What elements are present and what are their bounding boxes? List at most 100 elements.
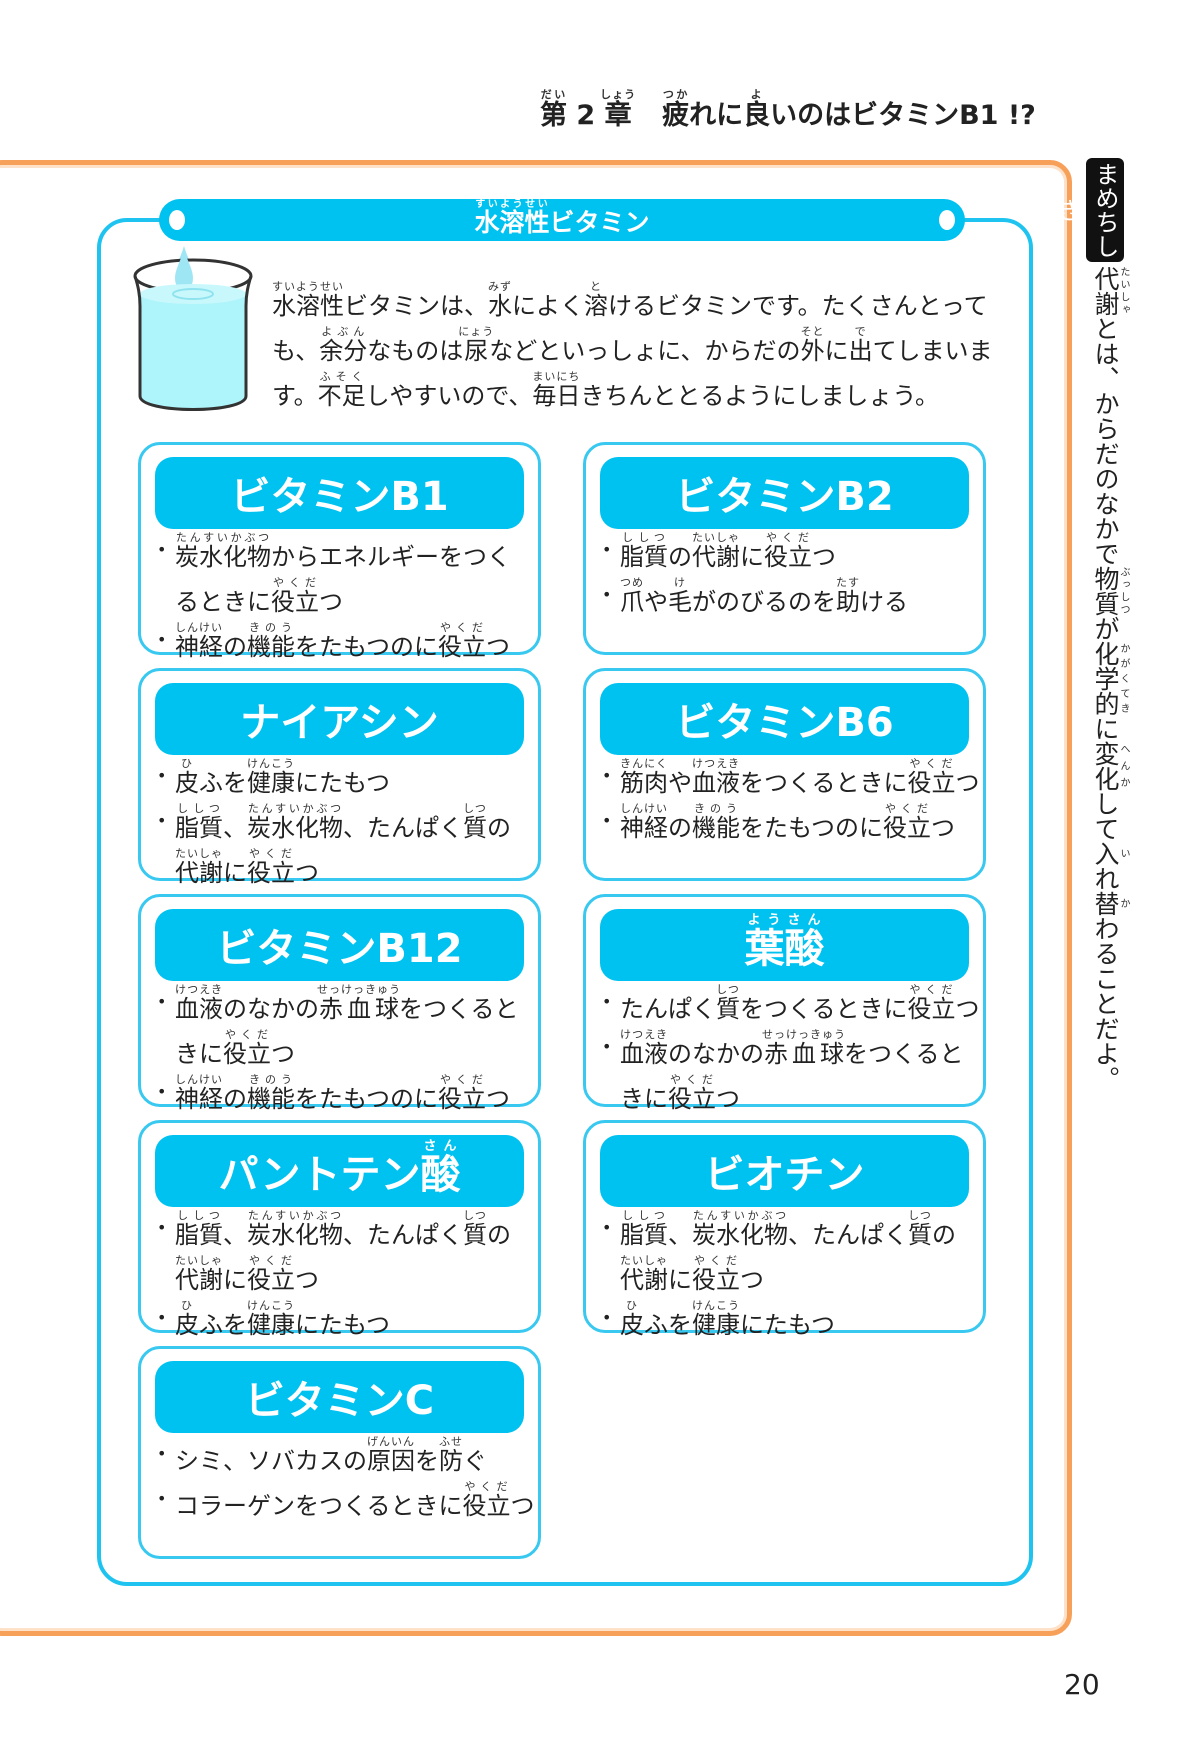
benefit-line: 神経しんけいの機能きのうをたもつのに役立やくだつ [175,1073,511,1113]
benefit-line: 脂質ししつの代謝たいしゃに役立やくだつ [620,531,836,571]
intro-line: も、余分よぶんなものは尿にょうなどといっしょに、からだの外そとに出でてしまいま [272,325,993,365]
benefit-line: きに役立やくだつ [620,1073,740,1113]
pill-dot-right [939,210,955,230]
benefit-line: るときに役立やくだつ [175,576,343,616]
furigana-word: 健康けんこう [247,1299,295,1339]
furigana-word: 代謝たいしゃ [620,1254,668,1294]
vitamin-name: ビタミンC [155,1361,524,1433]
vitamin-card: ビタミンB12血液けつえきのなかの赤血球せっけっきゅうをつくるときに役立やくだつ… [138,894,541,1113]
vitamin-card: ビタミンCシミ、ソバカスの原因げんいんを防ふせぐコラーゲンをつくるときに役立やく… [138,1346,541,1559]
vitamin-card: ビタミンB2脂質ししつの代謝たいしゃに役立やくだつ爪つめや毛けがのびるのを助たす… [583,442,986,655]
benefit-line: シミ、ソバカスの原因げんいんを防ふせぐ [175,1435,487,1475]
furigana-word: 替か [1091,891,1129,916]
furigana-word: 役立やくだ [247,1254,295,1294]
vitamin-card: ビタミンB6筋肉きんにくや血液けつえきをつくるときに役立やくだつ神経しんけいの機… [583,668,986,881]
furigana-word: 水溶性すいようせい [474,199,550,237]
sidebar-trivia-text: 代謝たいしゃとは、からだのなかで物質ぶっしつが化学的かがくてきに変化へんかして入… [1091,266,1129,1091]
vitamin-card: ナイアシン皮ひふを健康けんこうにたもつ脂質ししつ、炭水化物たんすいかぶつ、たんぱ… [138,668,541,887]
furigana-word: 血液けつえき [620,1028,668,1068]
benefit-bullet: 爪つめや毛けがのびるのを助たすける [600,576,975,621]
intro-line: 水溶性すいようせいビタミンは、水みずによく溶とけるビタミンです。たくさんとって [272,280,988,320]
water-glass-illustration [133,246,253,411]
furigana-word: 質しつ [463,802,487,842]
furigana-word: 質しつ [463,1209,487,1249]
furigana-word: 不足ふそく [317,370,366,410]
section-title: 水溶性すいようせいビタミン [474,199,650,237]
benefit-line: 血液けつえきのなかの赤血球せっけっきゅうをつくると [175,983,519,1023]
furigana-word: 赤血球せっけっきゅう [317,983,401,1023]
benefit-bullet: 皮ひふを健康けんこうにたもつ [600,1299,975,1344]
furigana-word: 役立やくだ [668,1073,716,1113]
vitamin-name: 葉酸ようさん [600,909,969,981]
furigana-word: 役立やくだ [692,1254,740,1294]
furigana-word: 物質ぶっしつ [1091,566,1129,616]
benefit-bullet: シミ、ソバカスの原因げんいんを防ふせぐ [155,1435,530,1480]
furigana-word: 代謝たいしゃ [1091,266,1129,316]
furigana-word: 良よ [743,88,771,131]
benefit-bullet: たんぱく質しつをつくるときに役立やくだつ [600,983,980,1028]
furigana-word: 助たす [836,576,860,616]
orange-frame [0,160,1072,1636]
furigana-word: 役立やくだ [223,1028,271,1068]
furigana-word: 代謝たいしゃ [692,531,740,571]
vitamin-name: ビタミンB6 [600,683,969,755]
furigana-word: 役立やくだ [907,757,956,797]
mamechishiki-tag: まめちしき [1053,158,1124,262]
vitamin-benefits: 脂質ししつの代謝たいしゃに役立やくだつ爪つめや毛けがのびるのを助たすける [600,531,975,621]
page-number: 20 [1064,1668,1100,1701]
furigana-word: 水みず [488,280,512,320]
benefit-line: 爪つめや毛けがのびるのを助たすける [620,576,908,616]
benefit-bullet: 神経しんけいの機能きのうをたもつのに役立やくだつ [155,1073,530,1118]
furigana-word: 化学的かがくてき [1091,641,1129,716]
furigana-word: 役立やくだ [764,531,812,571]
furigana-word: 脂質ししつ [620,531,668,571]
vitamin-card: ビタミンB1炭水化物たんすいかぶつからエネルギーをつくるときに役立やくだつ神経し… [138,442,541,661]
pill-dot-left [169,210,185,230]
furigana-word: 毛け [668,576,692,616]
benefit-line: 代謝たいしゃに役立やくだつ [175,847,319,887]
furigana-word: 炭水化物たんすいかぶつ [692,1209,788,1249]
furigana-word: 神経しんけい [620,802,668,842]
chapter-heading: 第だい 2 章しょう疲つかれに良よいのはビタミンB1 !? [540,88,1036,132]
benefit-line: きに役立やくだつ [175,1028,295,1068]
furigana-word: 余分よぶん [319,325,368,365]
benefit-line: 代謝たいしゃに役立やくだつ [620,1254,764,1294]
vitamin-card: パントテン酸さん脂質ししつ、炭水化物たんすいかぶつ、たんぱく質しつの代謝たいしゃ… [138,1120,541,1339]
furigana-word: 溶と [584,280,608,320]
benefit-bullet: 神経しんけいの機能きのうをたもつのに役立やくだつ [155,621,530,666]
vitamin-name: ビタミンB1 [155,457,524,529]
benefit-line: 脂質ししつ、炭水化物たんすいかぶつ、たんぱく質しつの [175,802,511,842]
benefit-line: 筋肉きんにくや血液けつえきをつくるときに役立やくだつ [620,757,980,797]
benefit-line: 脂質ししつ、炭水化物たんすいかぶつ、たんぱく質しつの [620,1209,956,1249]
benefit-bullet: コラーゲンをつくるときに役立やくだつ [155,1480,535,1525]
vitamin-benefits: たんぱく質しつをつくるときに役立やくだつ血液けつえきのなかの赤血球せっけっきゅう… [600,983,980,1118]
furigana-word: 役立やくだ [438,1073,487,1113]
furigana-word: 毎日まいにち [532,370,581,410]
furigana-word: 健康けんこう [247,757,295,797]
benefit-line: 皮ひふを健康けんこうにたもつ [175,1299,391,1339]
vitamin-name: パントテン酸さん [155,1135,524,1207]
vitamin-benefits: 脂質ししつ、炭水化物たんすいかぶつ、たんぱく質しつの代謝たいしゃに役立やくだつ皮… [155,1209,530,1344]
furigana-word: 葉酸ようさん [744,913,825,972]
furigana-word: 第だい [540,88,567,131]
furigana-word: 皮ひ [175,1299,199,1339]
vitamin-name: ビオチン [600,1135,969,1207]
vitamin-benefits: 筋肉きんにくや血液けつえきをつくるときに役立やくだつ神経しんけいの機能きのうをた… [600,757,980,847]
furigana-word: 赤血球せっけっきゅう [762,1028,846,1068]
furigana-word: 原因げんいん [367,1435,415,1475]
benefit-bullet: 皮ひふを健康けんこうにたもつ [155,1299,530,1344]
vitamin-name: ナイアシン [155,683,524,755]
benefit-line: 血液けつえきのなかの赤血球せっけっきゅうをつくると [620,1028,964,1068]
vitamin-card: ビオチン脂質ししつ、炭水化物たんすいかぶつ、たんぱく質しつの代謝たいしゃに役立や… [583,1120,986,1339]
benefit-bullet: 神経しんけいの機能きのうをたもつのに役立やくだつ [600,802,975,847]
furigana-word: 神経しんけい [175,1073,223,1113]
furigana-word: 血液けつえき [175,983,223,1023]
benefit-line: 脂質ししつ、炭水化物たんすいかぶつ、たんぱく質しつの [175,1209,511,1249]
benefit-line: 神経しんけいの機能きのうをたもつのに役立やくだつ [175,621,511,661]
benefit-bullet: 皮ひふを健康けんこうにたもつ [155,757,530,802]
